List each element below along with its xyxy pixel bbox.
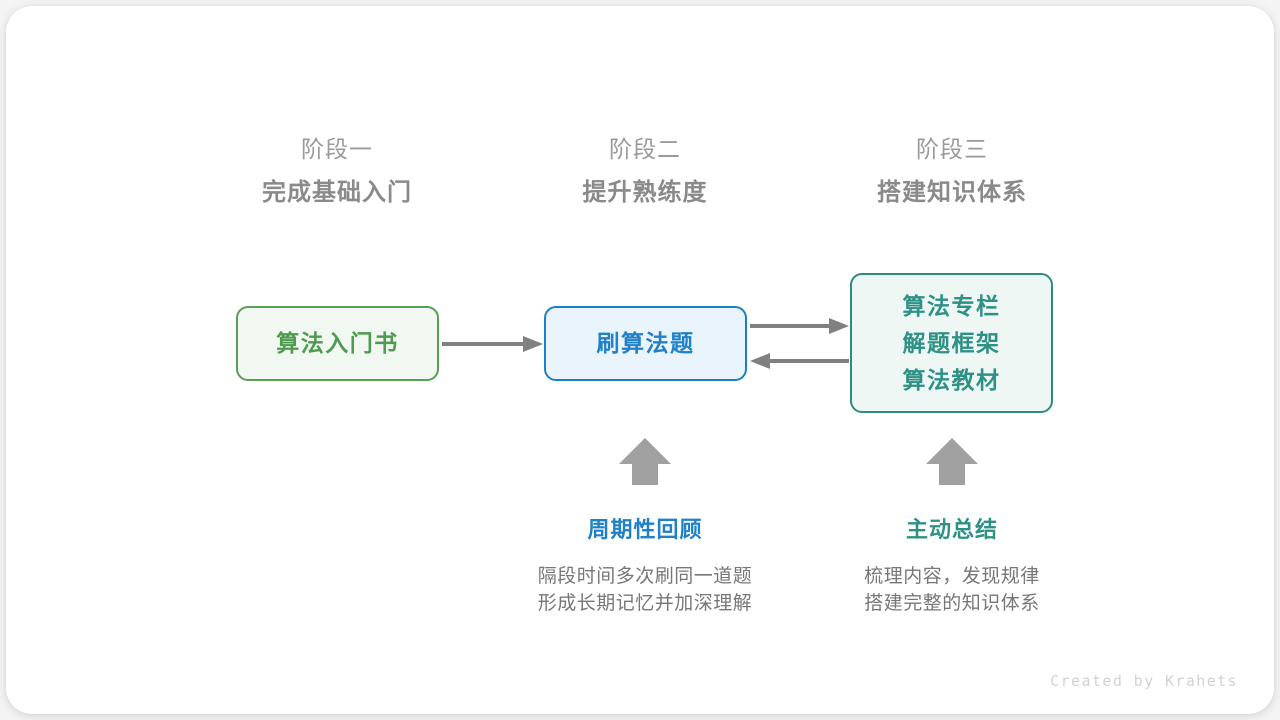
annotation-description-line: 搭建完整的知识体系 <box>864 593 1040 614</box>
annotation-description-line: 形成长期记忆并加深理解 <box>537 593 753 614</box>
node-line: 刷算法题 <box>596 330 695 356</box>
stage-header-2: 阶段二 提升熟练度 <box>515 134 775 210</box>
diagram-card: 阶段一 完成基础入门 阶段二 提升熟练度 阶段三 搭建知识体系 <box>6 6 1274 714</box>
stage-header-3: 阶段三 搭建知识体系 <box>822 134 1082 210</box>
node-line: 算法教材 <box>902 366 1001 393</box>
node-line: 解题框架 <box>902 329 1001 356</box>
annotation-title: 主动总结 <box>905 517 998 542</box>
stage-index-label-2: 阶段二 <box>609 136 681 162</box>
node-line: 算法专栏 <box>902 292 1001 319</box>
annotation-description: 隔段时间多次刷同一道题 形成长期记忆并加深理解 <box>495 563 795 617</box>
annotation-periodic-review: 周期性回顾 隔段时间多次刷同一道题 形成长期记忆并加深理解 <box>495 514 795 617</box>
stage-index-label-1: 阶段一 <box>301 136 373 162</box>
arrow-up-summary <box>926 438 978 485</box>
stage-title-3: 搭建知识体系 <box>877 179 1027 206</box>
node-knowledge-system[interactable]: 算法专栏 解题框架 算法教材 <box>850 273 1053 413</box>
arrow-practice-to-system <box>750 318 849 334</box>
stage-index-label-3: 阶段三 <box>916 136 988 162</box>
stage-header-1: 阶段一 完成基础入门 <box>207 134 467 210</box>
annotation-description: 梳理内容，发现规律 搭建完整的知识体系 <box>802 563 1102 617</box>
node-algorithm-intro-book[interactable]: 算法入门书 <box>236 306 439 381</box>
watermark-credit: Created by Krahets <box>1050 672 1238 690</box>
stage-title-1: 完成基础入门 <box>262 179 412 206</box>
annotation-active-summary: 主动总结 梳理内容，发现规律 搭建完整的知识体系 <box>802 514 1102 617</box>
annotation-description-line: 隔段时间多次刷同一道题 <box>537 566 753 587</box>
annotation-description-line: 梳理内容，发现规律 <box>864 566 1040 587</box>
stage-title-2: 提升熟练度 <box>582 179 708 206</box>
node-practice-problems[interactable]: 刷算法题 <box>544 306 747 381</box>
arrow-up-review <box>619 438 671 485</box>
arrow-system-to-practice <box>750 353 849 369</box>
node-line: 算法入门书 <box>276 330 399 356</box>
arrow-book-to-practice <box>442 336 543 352</box>
annotation-title: 周期性回顾 <box>587 517 703 542</box>
flow-connectors <box>442 318 978 485</box>
